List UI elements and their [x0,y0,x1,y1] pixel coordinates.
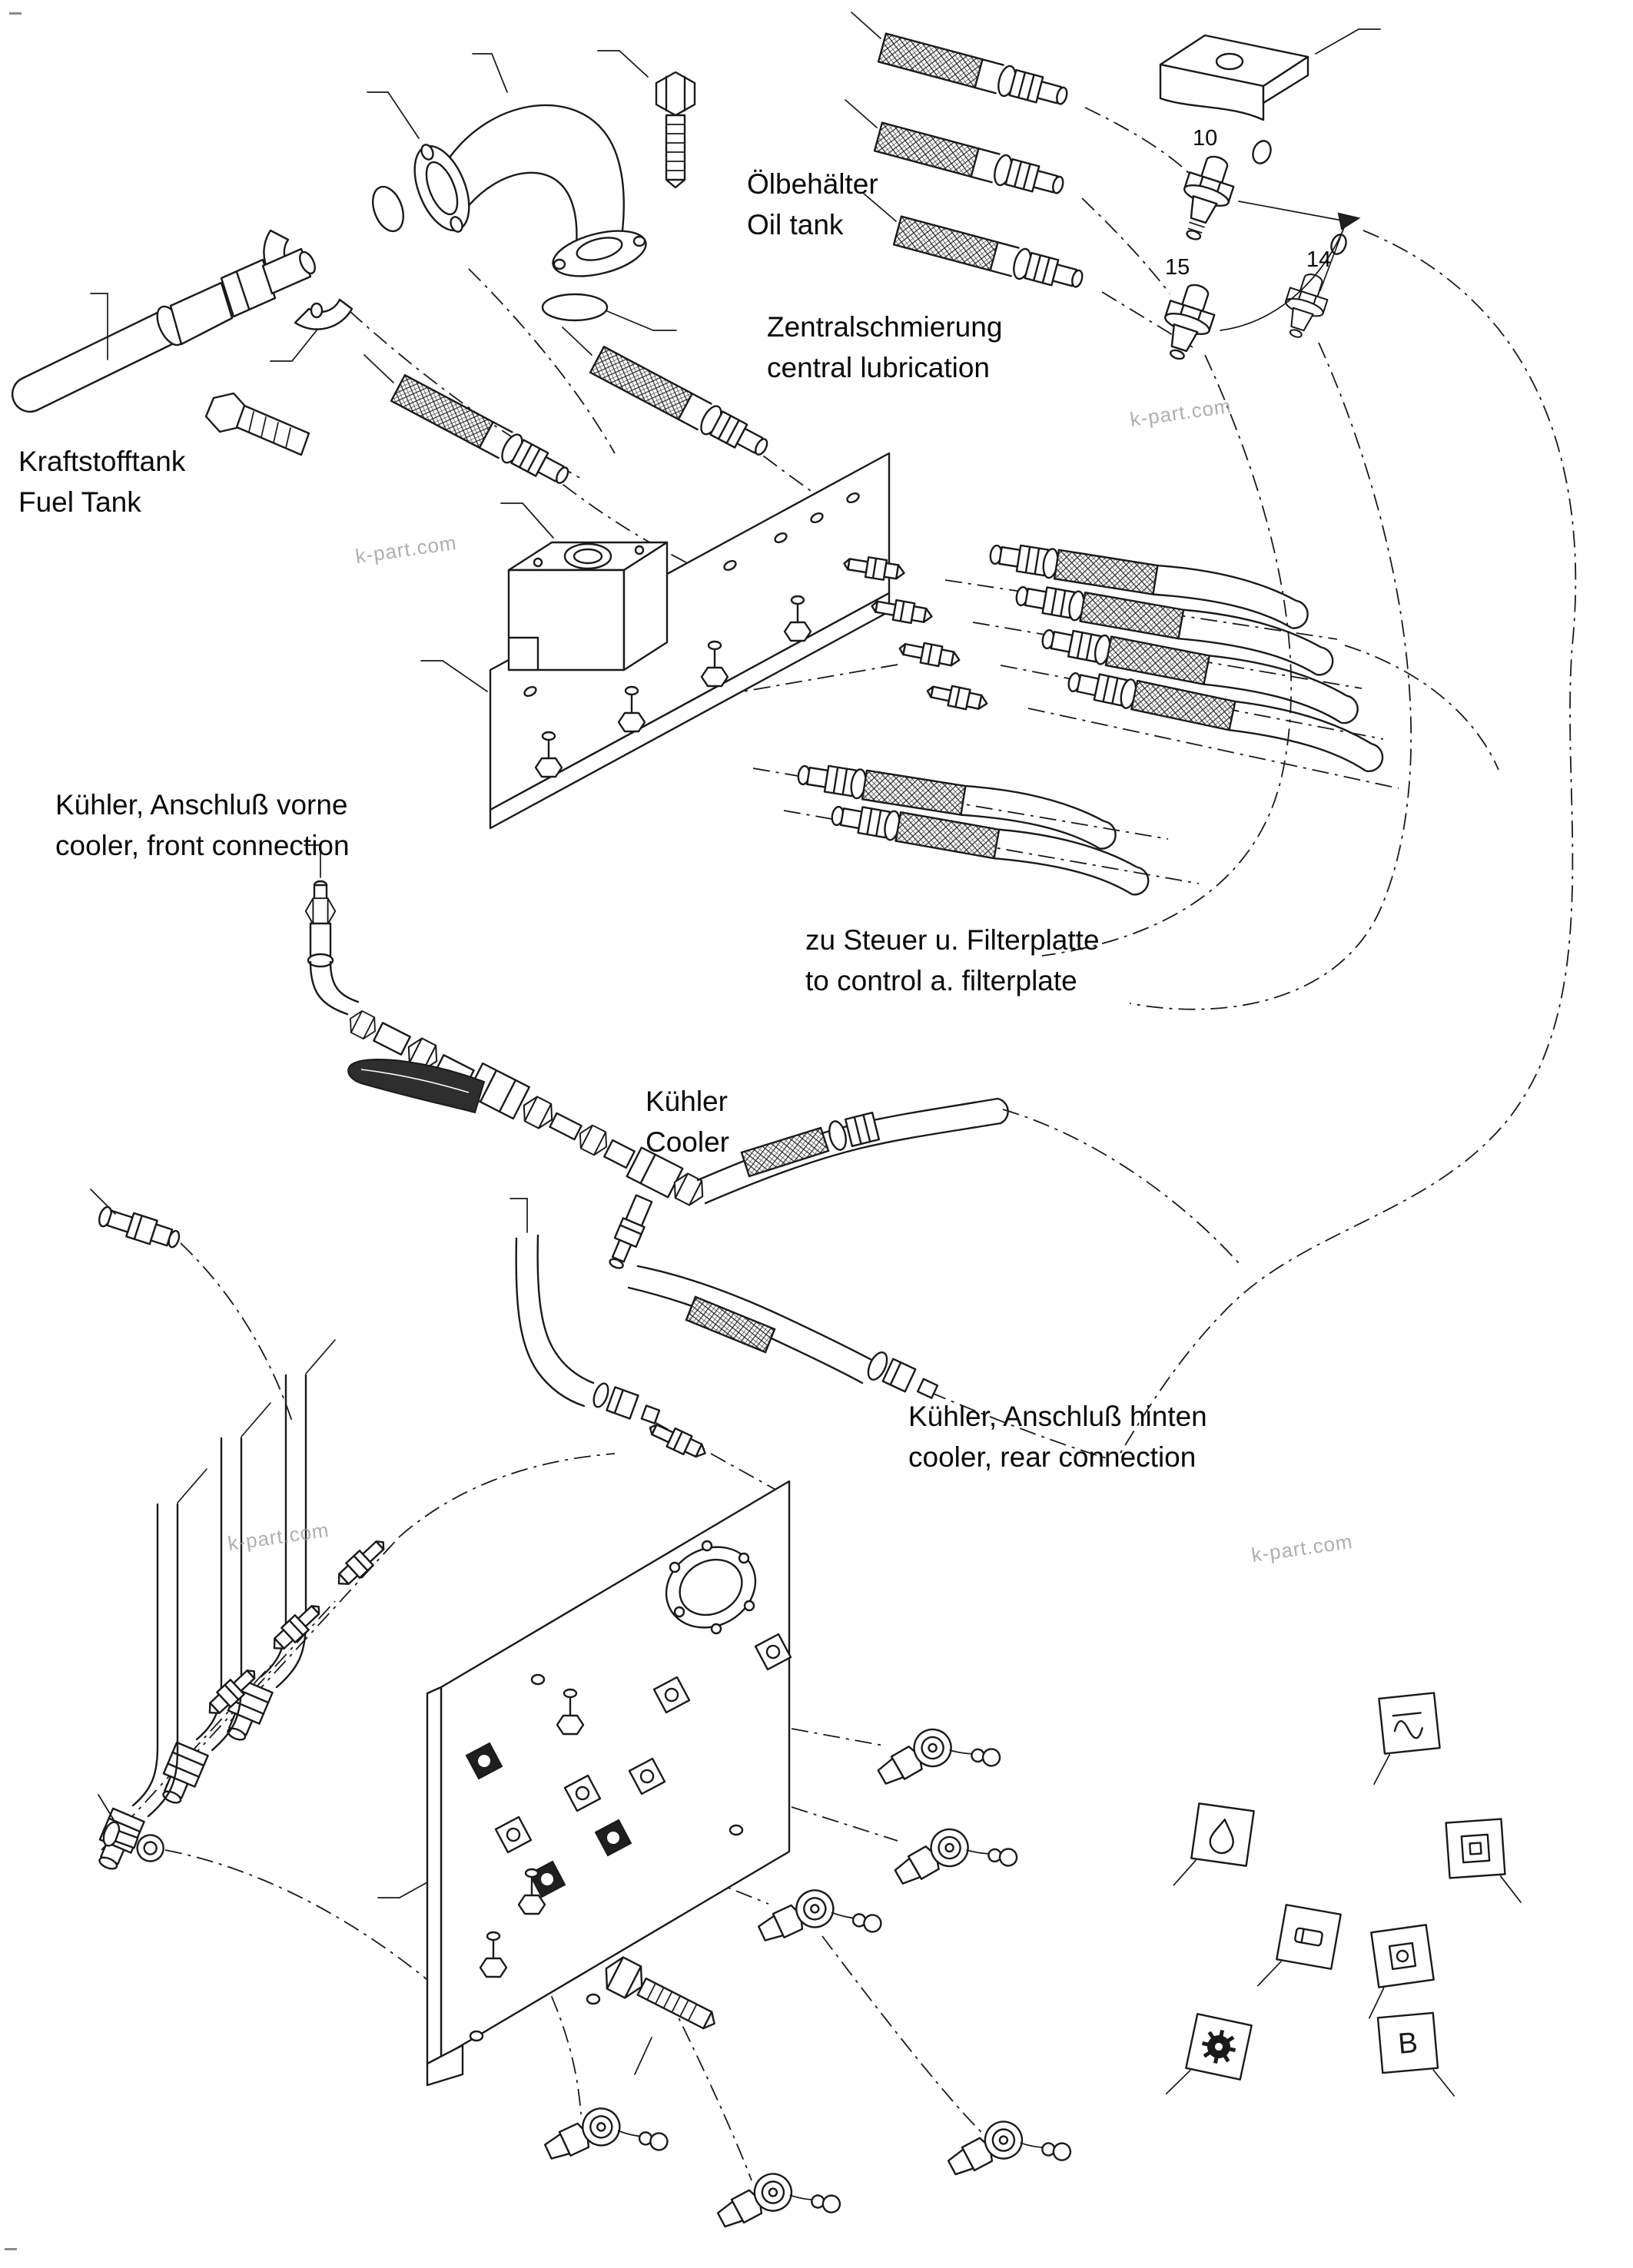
label-fuel-tank-de: Kraftstofftank [18,446,186,477]
quick-coupling [888,1803,1021,1918]
gear-icon [1201,2029,1236,2064]
braided-hose [875,122,1067,201]
manifold-block [500,502,669,671]
oil-droplet-icon [1209,1818,1234,1855]
label-cooler-rear-en: cooler, rear connection [908,1441,1197,1473]
label-cooler: Kühler Cooler [646,1082,729,1162]
label-central-lubrication-en: central lubrication [767,351,990,383]
label-filter-plate-en: to control a. filterplate [805,964,1077,996]
inline-fitting-pair [98,1205,181,1248]
label-filter-plate: zu Steuer u. Filterplatte to control a. … [805,920,1100,1001]
tee-branch-hose [627,1265,939,1399]
label-fuel-tank: Kraftstofftank Fuel Tank [18,442,185,522]
label-oil-tank: Ölbehälter Oil tank [747,164,878,245]
symbol-plate-letter: B [1376,2011,1455,2097]
mounting-bracket [1159,28,1381,121]
cooler-rear-tube [162,1437,243,1804]
quick-coupling [871,1703,1004,1819]
symbol-plate-oil-droplet [1173,1802,1255,1886]
hex-bolt [597,50,696,189]
oil-tank-hoses [845,12,1086,295]
cooler-rear-tubes [98,1339,391,1870]
label-cooler-front-en: cooler, front connection [55,829,350,861]
fuel-tank-bolt [204,392,310,456]
rear-connection-plate [377,1480,792,2087]
fuel-tank-hose [11,247,316,456]
part-number-14: 14 [1306,247,1332,272]
label-cooler-rear-de: Kühler, Anschluß hinten [908,1401,1207,1432]
part-number-15: 15 [1165,255,1190,280]
quick-coupling [712,2149,844,2262]
plate-port [528,1860,566,1898]
cooler-hose [696,1097,1009,1205]
braided-hose [391,374,574,491]
symbol-plate-filter-element [1257,1904,1342,1987]
label-central-lubrication: Zentralschmierung central lubrication [767,307,1002,388]
letter-plate-icon: B [1397,2027,1419,2061]
filter-element-icon [1294,1927,1323,1947]
quick-coupling [942,2097,1074,2210]
label-central-lubrication-de: Zentralschmierung [767,311,1003,343]
flange-opening [665,1540,757,1635]
plug-fitting [102,1821,164,1862]
cooler-front-fitting-chain [304,844,710,1269]
label-oil-tank-en: Oil tank [747,208,844,240]
plate-port [465,1742,503,1780]
bulkhead-fitting-14 [1284,274,1329,338]
label-cooler-front: Kühler, Anschluß vorne cooler, front con… [55,785,350,866]
cooler-rear-tube [98,1503,179,1870]
symbol-plate-heat-wave [1373,1692,1441,1786]
manifold-mounting-plate [420,452,991,830]
bulkhead-fitting-10 [1183,155,1235,240]
manifold-upper-hoses [363,327,773,491]
crop-mark [9,12,22,15]
crop-mark [5,2248,17,2250]
heat-wave-icon [1392,1712,1423,1739]
braided-hose [878,33,1070,112]
label-cooler-en: Cooler [646,1126,729,1158]
part-number-10: 10 [1193,126,1218,151]
label-fuel-tank-en: Fuel Tank [18,486,141,518]
symbol-plate-gear [1165,2013,1253,2095]
symbol-plates: B [1165,1692,1522,2097]
quick-coupling [753,1868,885,1977]
symbol-plate-nested-squares [1445,1818,1522,1903]
label-cooler-de: Kühler [646,1086,728,1117]
label-cooler-front-de: Kühler, Anschluß vorne [55,789,348,821]
braided-hose [1062,664,1389,775]
symbol-plate-sight-glass [1368,1924,1435,2019]
quick-coupling [539,2086,672,2195]
bulkhead-fitting-15 [1164,284,1216,360]
flange-elbow-assembly [263,50,696,362]
braided-hose [590,346,773,463]
label-cooler-rear: Kühler, Anschluß hinten cooler, rear con… [908,1397,1207,1477]
mounting-bolt [605,1956,715,2030]
sight-glass-icon [1388,1941,1417,1971]
label-filter-plate-de: zu Steuer u. Filterplatte [805,924,1100,956]
nested-squares-icon [1460,1833,1491,1864]
braided-hose [894,216,1086,295]
center-elbow-hose [509,1198,711,1464]
label-oil-tank-de: Ölbehälter [747,168,878,200]
plate-port [594,1819,632,1857]
bulkhead-fittings [1164,140,1361,360]
